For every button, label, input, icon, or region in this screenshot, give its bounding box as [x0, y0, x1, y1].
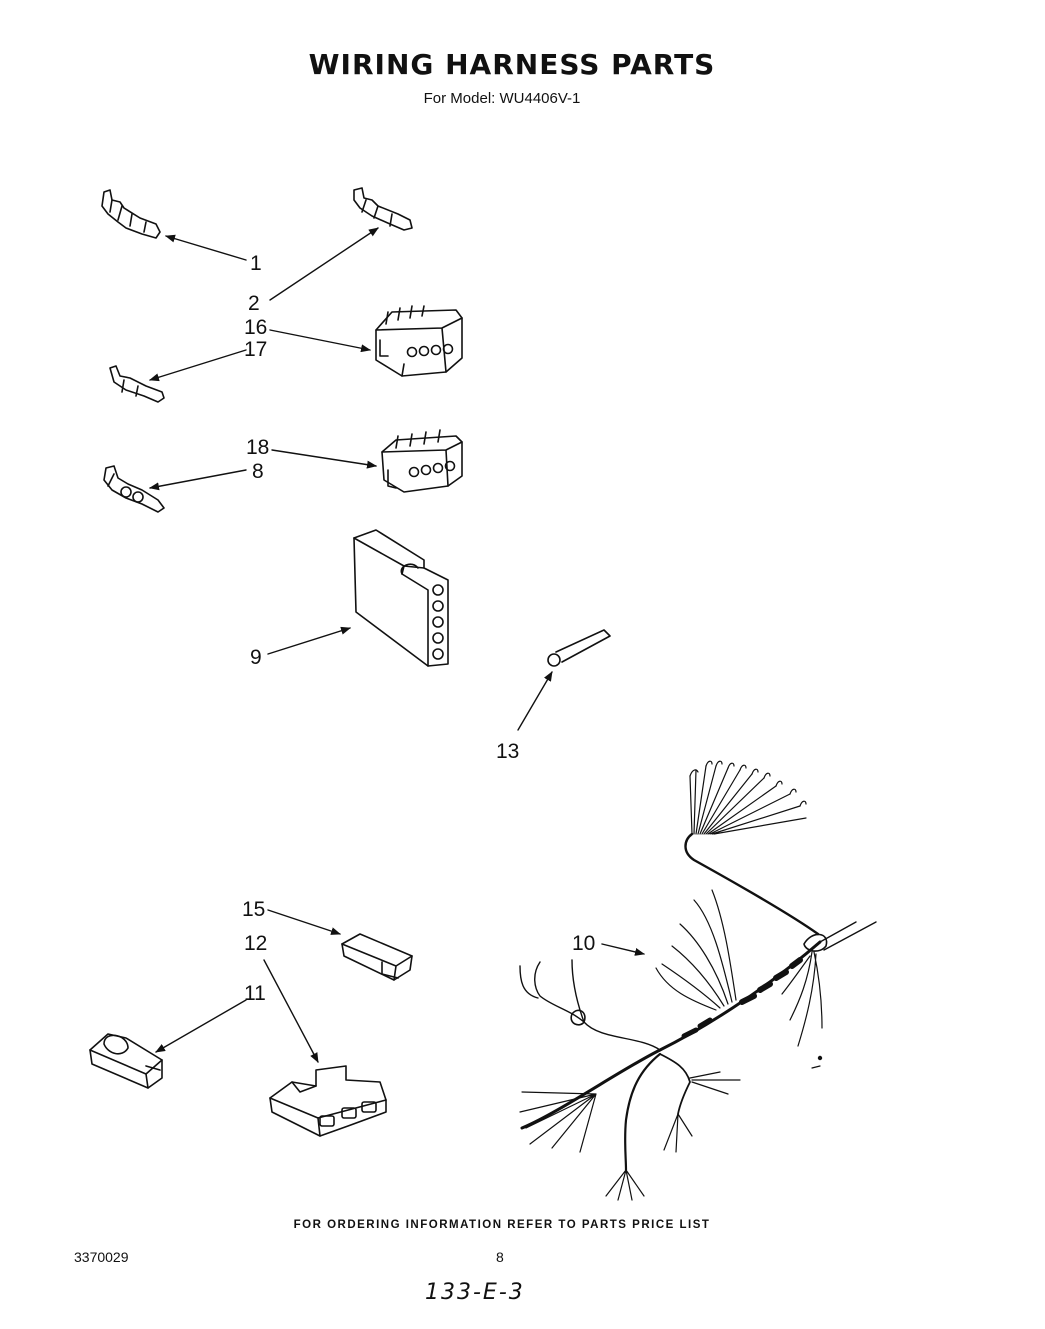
- handwritten-code: 133-E-3: [425, 1280, 525, 1305]
- page-title: WIRING HARNESS PARTS: [308, 48, 716, 81]
- terminal-part-17: [109, 365, 165, 403]
- insulator-part-11: [89, 1033, 163, 1089]
- model-line: For Model: WU4406V-1: [423, 90, 581, 107]
- document-number: 3370029: [74, 1249, 129, 1265]
- terminal-part-2: [353, 187, 413, 231]
- callout-18: 18: [246, 436, 269, 459]
- leader-arrows: [149, 227, 645, 1063]
- connector-housing-part-16: [375, 305, 463, 377]
- page-number: 8: [496, 1249, 504, 1265]
- callout-15: 15: [242, 898, 265, 921]
- callout-2: 2: [248, 292, 260, 315]
- cap-part-15: [341, 933, 413, 981]
- block-connector-part-9: [353, 529, 449, 667]
- callout-17: 17: [244, 338, 267, 361]
- callout-10: 10: [572, 932, 595, 955]
- callout-16: 16: [244, 316, 267, 339]
- callout-1: 1: [250, 252, 262, 275]
- terminal-part-8: [103, 465, 165, 513]
- callout-13: 13: [496, 740, 519, 763]
- callout-8: 8: [252, 460, 264, 483]
- callout-9: 9: [250, 646, 262, 669]
- ordering-note: FOR ORDERING INFORMATION REFER TO PARTS …: [293, 1219, 711, 1231]
- connector-housing-part-18: [381, 429, 463, 493]
- connector-housing-part-12: [269, 1065, 387, 1137]
- pin-part-13: [547, 629, 611, 667]
- terminal-part-1: [101, 189, 161, 239]
- wiring-harness-part-10: [519, 760, 877, 1201]
- callout-12: 12: [244, 932, 267, 955]
- callout-11: 11: [244, 982, 266, 1005]
